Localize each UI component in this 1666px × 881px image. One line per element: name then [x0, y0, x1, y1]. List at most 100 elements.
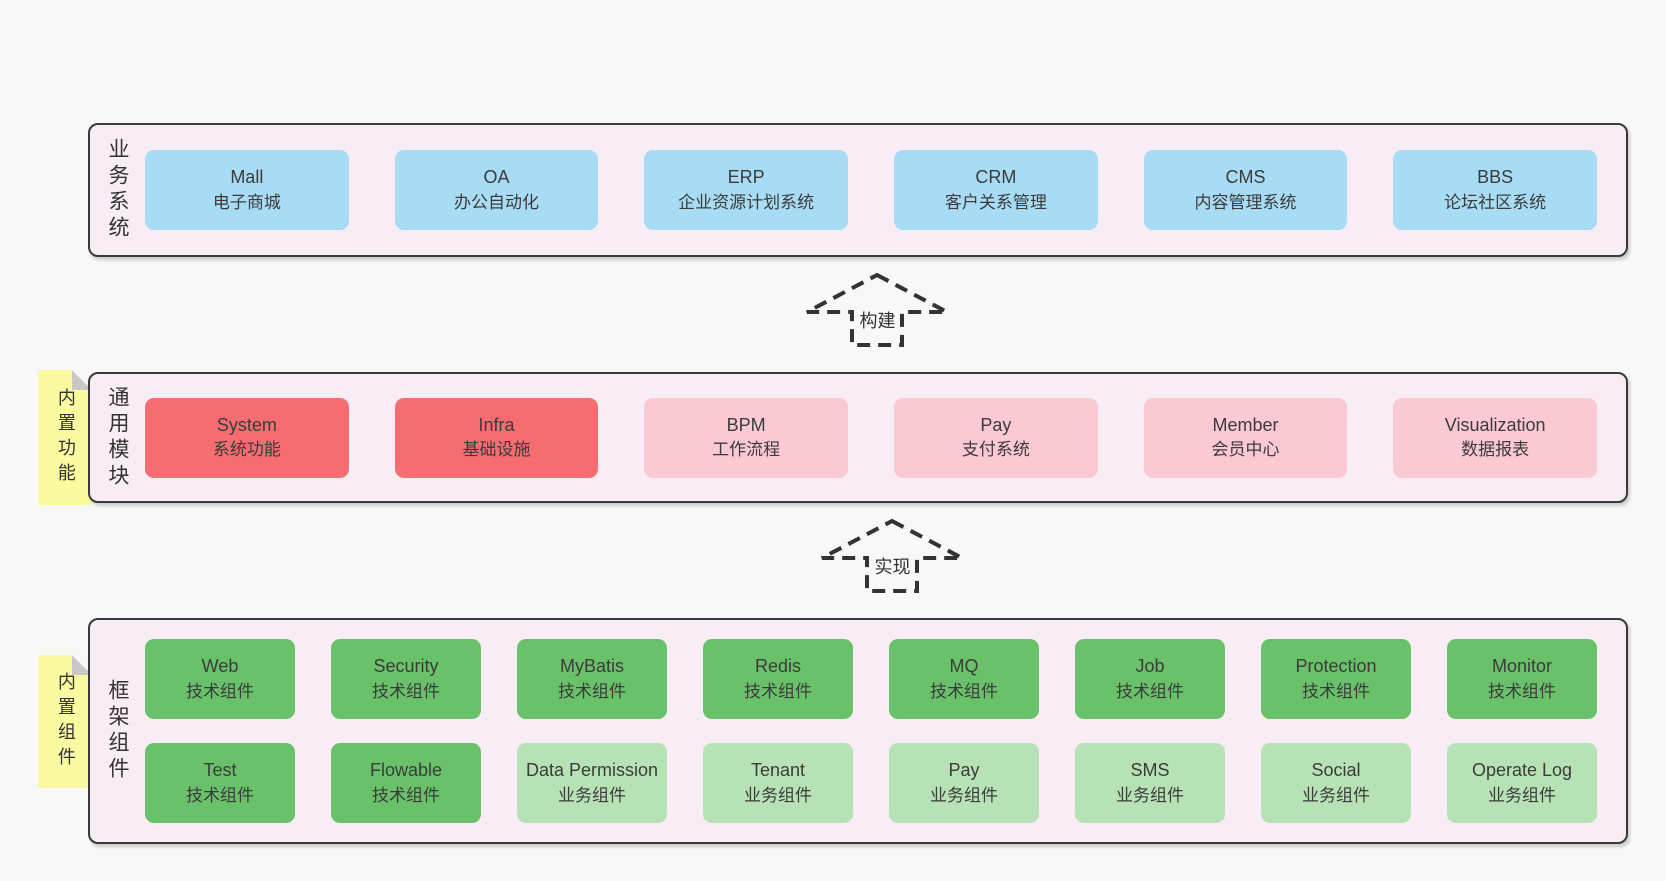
box-desc: 技术组件 [1116, 681, 1184, 701]
panel-business-systems: 业务系统 Mall 电子商城 OA 办公自动化 ERP 企业资源计划系统 CRM… [88, 123, 1628, 257]
box-name: Member [1212, 414, 1279, 435]
box-name: Security [373, 656, 439, 677]
box-desc: 技术组件 [372, 681, 440, 701]
arrow-label: 实现 [871, 557, 914, 579]
box-desc: 内容管理系统 [1194, 192, 1297, 212]
box-name: Social [1311, 760, 1361, 781]
box-desc: 业务组件 [1116, 785, 1184, 805]
box-monitor: Monitor 技术组件 [1447, 639, 1597, 719]
box-crm: CRM 客户关系管理 [894, 150, 1098, 230]
note-label: 内置功能 [55, 387, 76, 488]
box-oa: OA 办公自动化 [394, 150, 599, 230]
sticky-note-builtin-features: 内置功能 [38, 370, 92, 505]
sticky-note-builtin-components: 内置组件 [38, 655, 92, 788]
box-name: Web [201, 656, 239, 677]
box-name: Redis [754, 656, 802, 677]
box-data-permission: Data Permission 业务组件 [517, 743, 667, 823]
box-name: Job [1135, 656, 1165, 677]
box-cms: CMS 内容管理系统 [1143, 150, 1348, 230]
box-operate-log: Operate Log 业务组件 [1447, 743, 1597, 823]
box-member: Member 会员中心 [1143, 397, 1348, 478]
box-name: Protection [1295, 656, 1377, 677]
box-desc: 工作流程 [712, 440, 781, 460]
box-name: SMS [1130, 760, 1170, 781]
box-job: Job 技术组件 [1075, 639, 1225, 719]
box-name: CRM [975, 167, 1017, 188]
box-name: BPM [726, 414, 766, 435]
panel-framework-label-column: 框架组件 [90, 620, 145, 842]
box-name: OA [483, 167, 510, 188]
box-name: Infra [478, 414, 515, 435]
box-pay: Pay 支付系统 [894, 397, 1098, 478]
box-bpm: BPM 工作流程 [644, 397, 848, 478]
box-desc: 技术组件 [1488, 681, 1556, 701]
box-desc: 业务组件 [1488, 785, 1556, 805]
box-desc: 业务组件 [1302, 785, 1370, 805]
box-desc: 系统功能 [212, 440, 281, 460]
box-name: CMS [1225, 167, 1266, 188]
panel-label: 业务系统 [106, 138, 130, 242]
box-desc: 技术组件 [558, 681, 626, 701]
box-desc: 技术组件 [186, 681, 254, 701]
box-sms: SMS 业务组件 [1075, 743, 1225, 823]
box-desc: 业务组件 [744, 785, 812, 805]
box-name: Visualization [1444, 414, 1546, 435]
dashed-up-arrow-icon [821, 518, 963, 593]
box-mq: MQ 技术组件 [889, 639, 1039, 719]
panel-business-label-column: 业务系统 [90, 125, 145, 255]
box-desc: 技术组件 [186, 785, 254, 805]
box-name: Monitor [1491, 656, 1553, 677]
box-protection: Protection 技术组件 [1261, 639, 1411, 719]
box-name: Tenant [750, 760, 806, 781]
panel-modules-label-column: 通用模块 [90, 374, 145, 501]
box-system: System 系统功能 [145, 397, 349, 478]
panel-label: 通用模块 [106, 385, 130, 490]
box-desc: 支付系统 [961, 440, 1030, 460]
box-name: ERP [727, 167, 765, 188]
box-social: Social 业务组件 [1261, 743, 1411, 823]
box-web: Web 技术组件 [145, 639, 295, 719]
box-desc: 业务组件 [930, 785, 998, 805]
box-infra: Infra 基础设施 [394, 397, 599, 478]
note-label: 内置组件 [55, 671, 76, 772]
panel-common-modules: 通用模块 System 系统功能 Infra 基础设施 BPM 工作流程 Pay… [88, 372, 1628, 503]
box-desc: 论坛社区系统 [1444, 192, 1547, 212]
box-desc: 电子商城 [212, 192, 281, 212]
box-desc: 技术组件 [372, 785, 440, 805]
box-test: Test 技术组件 [145, 743, 295, 823]
box-pay-component: Pay 业务组件 [889, 743, 1039, 823]
business-boxes-row: Mall 电子商城 OA 办公自动化 ERP 企业资源计划系统 CRM 客户关系… [145, 125, 1597, 255]
arrow-build: 构建 [805, 272, 950, 347]
box-desc: 基础设施 [462, 440, 531, 460]
box-name: Pay [948, 760, 980, 781]
box-desc: 技术组件 [744, 681, 812, 701]
box-name: System [216, 414, 277, 435]
box-desc: 企业资源计划系统 [678, 192, 815, 212]
framework-boxes-grid: Web 技术组件 Security 技术组件 MyBatis 技术组件 Redi… [145, 620, 1597, 842]
dashed-up-arrow-icon [806, 272, 948, 347]
box-mybatis: MyBatis 技术组件 [517, 639, 667, 719]
box-erp: ERP 企业资源计划系统 [644, 150, 848, 230]
arrow-label: 构建 [856, 311, 899, 333]
box-desc: 技术组件 [930, 681, 998, 701]
box-tenant: Tenant 业务组件 [703, 743, 853, 823]
box-name: Pay [980, 414, 1012, 435]
box-desc: 会员中心 [1211, 440, 1280, 460]
box-name: Operate Log [1471, 760, 1573, 781]
box-security: Security 技术组件 [331, 639, 481, 719]
box-desc: 办公自动化 [453, 192, 539, 212]
box-name: Flowable [369, 760, 443, 781]
box-desc: 数据报表 [1461, 440, 1530, 460]
box-name: Test [203, 760, 237, 781]
panel-framework-components: 框架组件 Web 技术组件 Security 技术组件 MyBatis 技术组件… [88, 618, 1628, 844]
box-desc: 客户关系管理 [944, 192, 1047, 212]
panel-label: 框架组件 [106, 679, 130, 783]
box-name: Data Permission [525, 760, 659, 781]
box-desc: 业务组件 [558, 785, 626, 805]
box-mall: Mall 电子商城 [145, 150, 349, 230]
box-bbs: BBS 论坛社区系统 [1393, 150, 1597, 230]
box-name: BBS [1477, 167, 1514, 188]
modules-boxes-row: System 系统功能 Infra 基础设施 BPM 工作流程 Pay 支付系统… [145, 374, 1597, 501]
box-name: Mall [230, 167, 264, 188]
box-desc: 技术组件 [1302, 681, 1370, 701]
